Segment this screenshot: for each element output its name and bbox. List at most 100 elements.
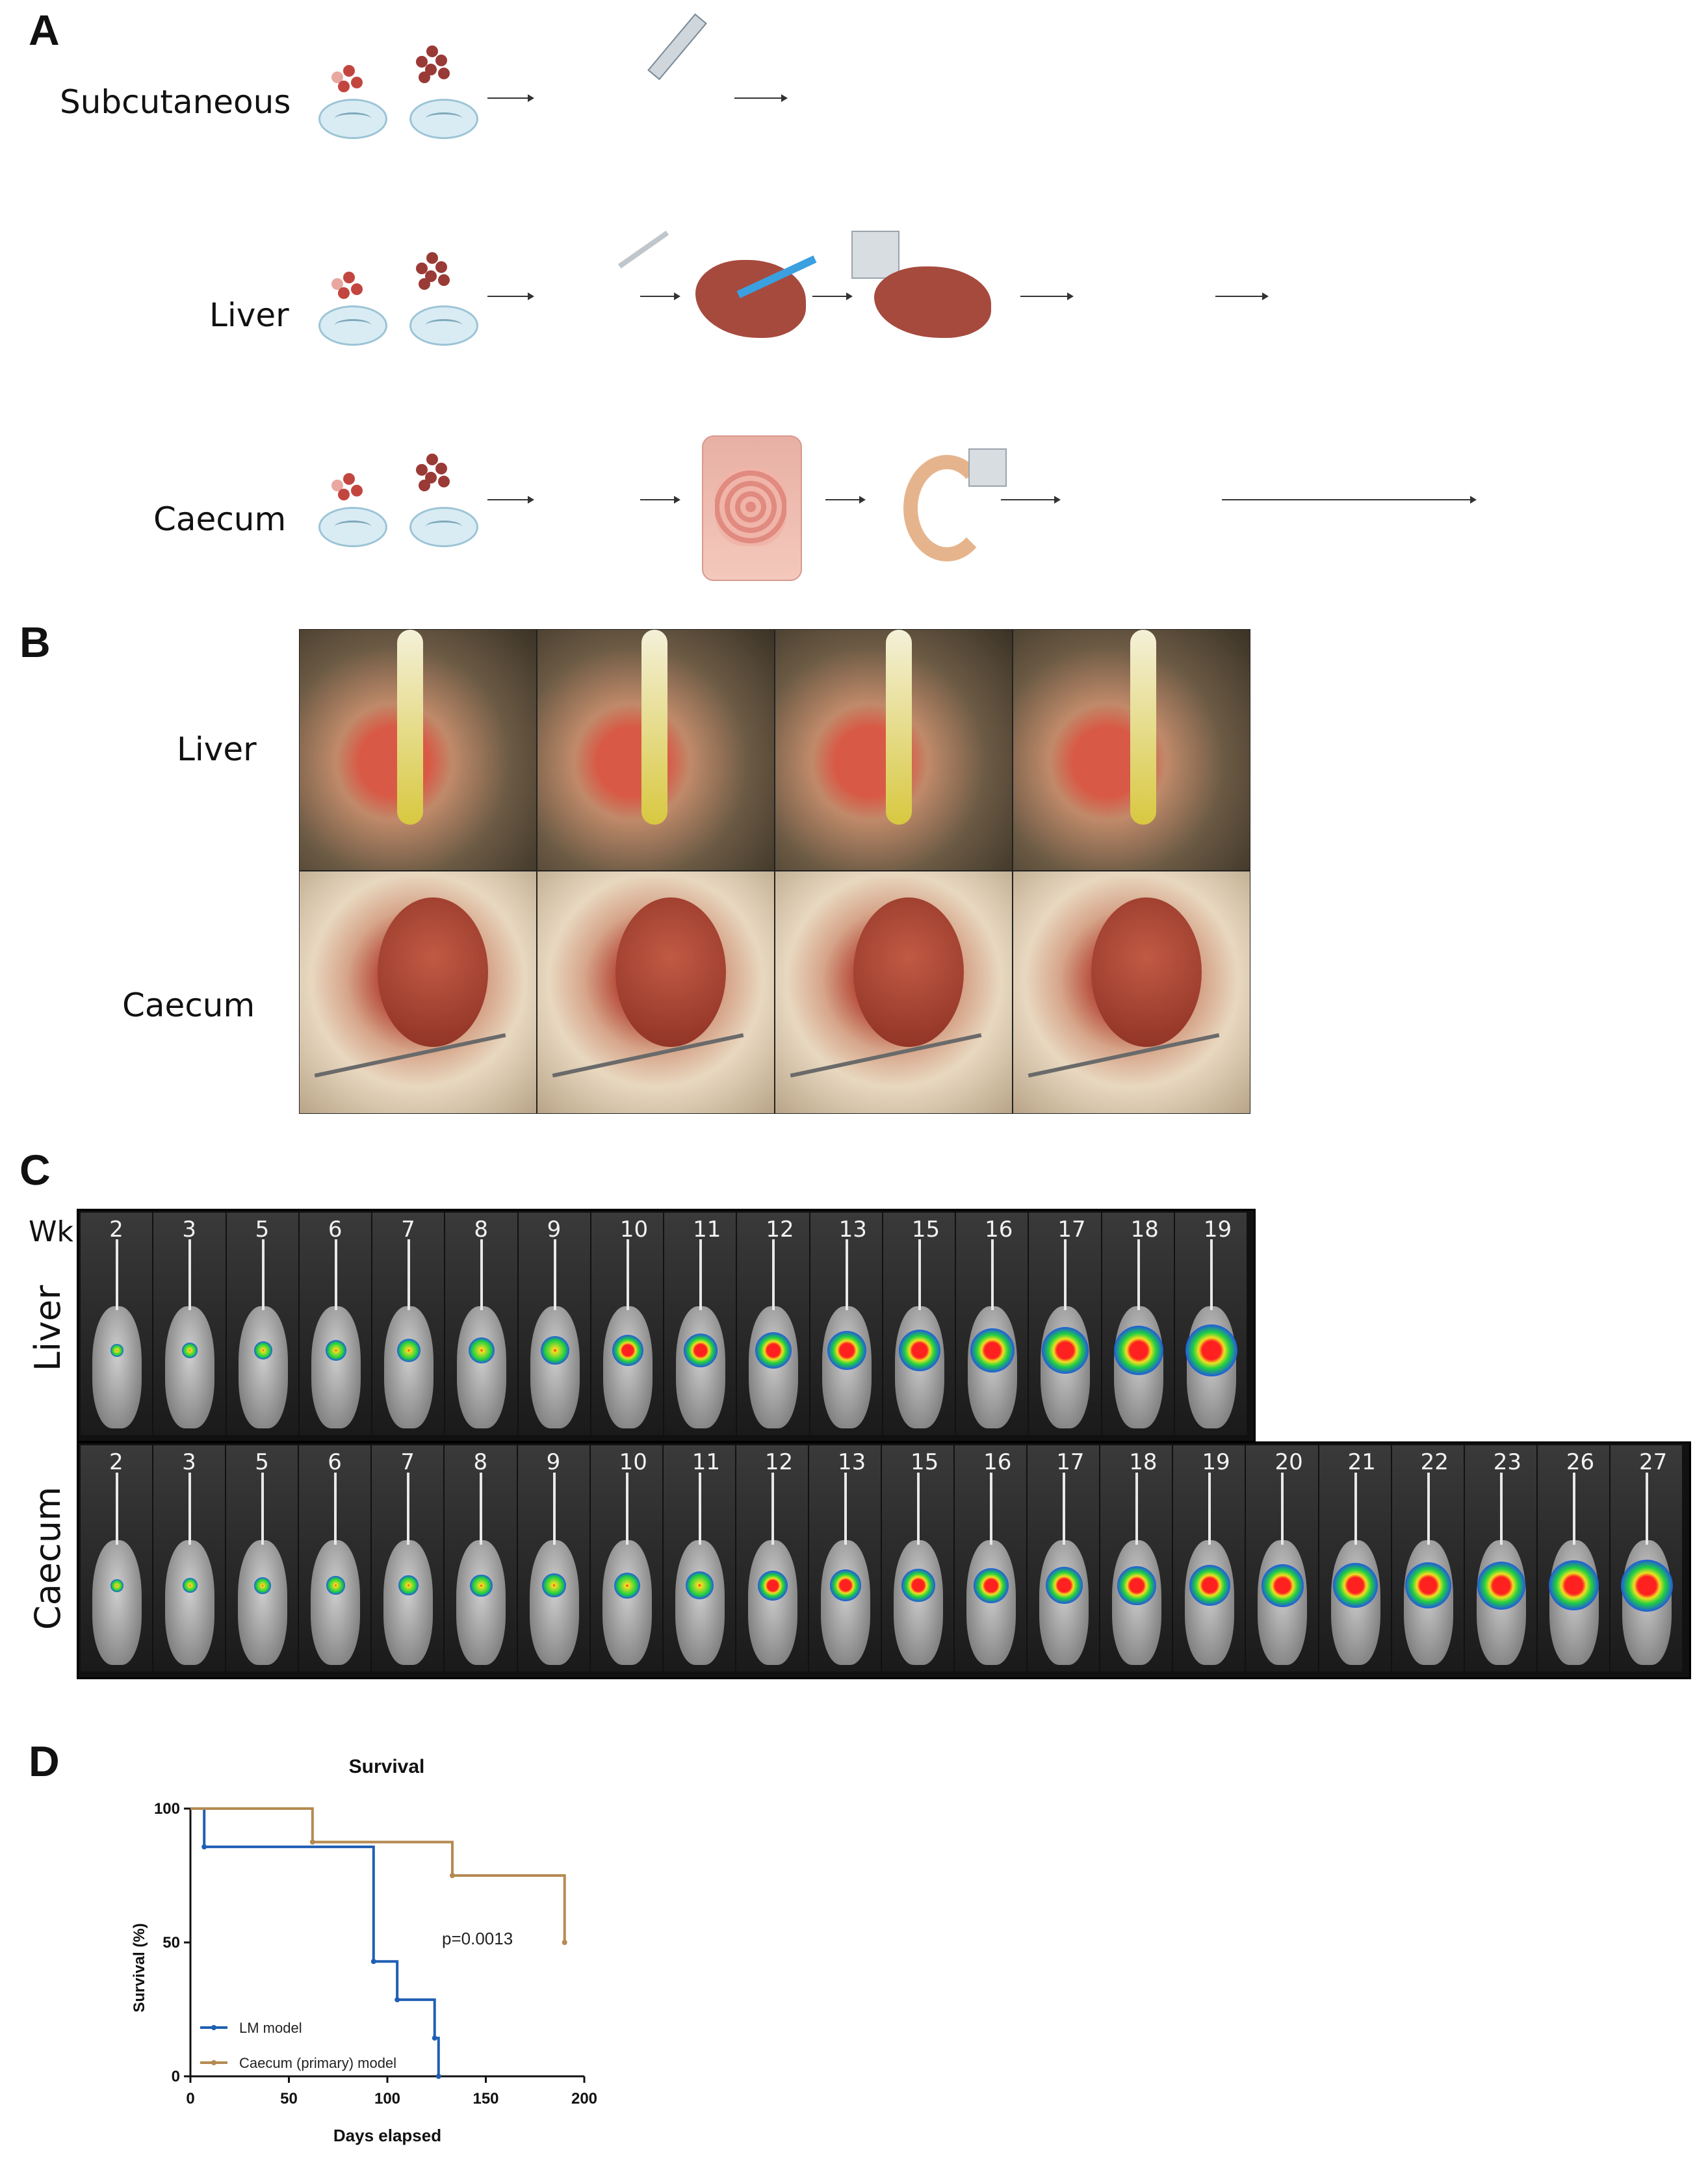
survival-step-point [395,1997,400,2003]
mouse-tail [990,1472,993,1545]
bioluminescence-signal [684,1334,718,1368]
survival-step-point [432,2035,437,2041]
bioluminescence-signal [755,1332,792,1369]
mouse-tail [699,1239,703,1311]
x-tick-label: 50 [280,2090,298,2108]
caecum-week-label: 26 [1566,1449,1595,1475]
mouse-silhouette [92,1540,142,1665]
caecum-week-label: 19 [1202,1449,1230,1475]
liver-imaging-frame: 13 [810,1213,882,1435]
liver-imaging-frame: 10 [591,1213,663,1435]
caecum-surgery-photo [537,871,775,1114]
mouse-tail [553,1239,556,1311]
bioluminescence-signal [469,1337,495,1364]
arrow-icon [812,292,853,300]
caecum-imaging-frame: 3 [153,1445,226,1671]
hemostatic-patch-icon [851,231,899,279]
caecum-imaging-frame: 17 [1028,1445,1100,1671]
bioluminescence-signal [898,1330,940,1372]
culture-dish-icon [318,507,387,547]
chart-title: Survival [349,1756,425,1777]
liver-surgery-photo [1013,629,1250,871]
culture-dish-icon [318,305,387,346]
liver-imaging-frame: 18 [1102,1213,1174,1435]
liver-imaging-frame: 19 [1174,1213,1247,1435]
caecum-imaging-frame: 15 [882,1445,954,1671]
arrow-icon [487,94,534,102]
caecum-tissue-icon [615,897,726,1047]
liver-imaging-frame: 2 [81,1213,153,1435]
cotton-swab-icon [886,630,912,825]
liver-week-label: 13 [838,1217,867,1243]
caecum-week-label: 9 [546,1449,561,1475]
caecum-imaging-frame: 12 [736,1445,808,1671]
panel-b-row-caecum: Caecum [122,986,255,1024]
mouse-tail [1137,1239,1140,1311]
panel-a-row-caecum: Caecum [153,500,287,538]
mouse-tail [1354,1472,1357,1545]
survival-curve-caecum-model [190,1807,566,1942]
mouse-silhouette [530,1306,580,1428]
bioluminescence-signal [540,1336,569,1365]
syringe-icon [647,13,707,81]
caecum-imaging-frame: 8 [445,1445,517,1671]
survival-step-point [562,1940,567,1945]
bioluminescence-signal [542,1573,567,1598]
caecum-surgery-photo [1013,871,1250,1114]
mouse-silhouette [456,1540,506,1665]
caecum-week-label: 22 [1420,1449,1449,1475]
liver-imaging-frame: 6 [299,1213,371,1435]
bioluminescence-signal [1045,1567,1083,1605]
caecum-week-label: 21 [1347,1449,1376,1475]
mouse-tail [188,1472,192,1545]
liver-imaging-frame: 15 [883,1213,955,1435]
hemostatic-patch-icon [968,448,1007,487]
mouse-tail [116,1239,119,1311]
caecum-tissue-icon [853,897,964,1047]
mouse-tail [334,1239,337,1311]
mouse-tail [918,1239,921,1311]
caecum-imaging-frame: 2 [81,1445,153,1671]
bioluminescence-signal [253,1341,272,1360]
mouse-tail [625,1472,628,1545]
mouse-tail [408,1239,411,1311]
caecum-surgery-photo [299,871,537,1114]
mouse-tail [1427,1472,1430,1545]
caecum-week-label: 15 [911,1449,939,1475]
cell-cluster-icon [331,272,377,304]
arrow-icon [487,292,534,300]
forceps-icon [617,230,669,269]
x-tick-label: 0 [186,2090,194,2108]
bioluminescence-signal [686,1571,714,1600]
mouse-tail [991,1239,994,1311]
caecum-week-label: 17 [1056,1449,1085,1475]
legend-marker [211,2025,216,2030]
mouse-tail [1064,1239,1067,1311]
liver-imaging-frame: 11 [664,1213,736,1435]
intestine-loops-icon [715,468,786,546]
mouse-tail [261,1239,265,1311]
panel-c-letter: C [19,1146,51,1194]
bioluminescence-signal [326,1576,345,1595]
caecum-week-label: 11 [692,1449,721,1475]
caecum-tissue-icon [1091,897,1202,1047]
mouse-tail [626,1239,629,1311]
caecum-imaging-frame: 10 [590,1445,662,1671]
mouse-tail [1645,1472,1648,1545]
mouse-silhouette [675,1540,725,1665]
mouse-tail [261,1472,265,1545]
cotton-swab-icon [1130,630,1156,825]
liver-imaging-frame: 5 [226,1213,298,1435]
bioluminescence-signal [1113,1326,1163,1376]
legend-label: Caecum (primary) model [239,2055,396,2071]
bioluminescence-signal [1189,1565,1230,1606]
caecum-imaging-frame: 7 [372,1445,444,1671]
caecum-imaging-frame: 11 [663,1445,735,1671]
cotton-swab-icon [641,630,667,825]
bioluminescence-signal [110,1579,124,1592]
panel-c-week-label: Wk [29,1215,73,1248]
mouse-tail [771,1472,774,1545]
caecum-imaging-frame: 16 [955,1445,1027,1671]
bioluminescence-signal [829,1569,862,1602]
mouse-tail [480,1239,484,1311]
